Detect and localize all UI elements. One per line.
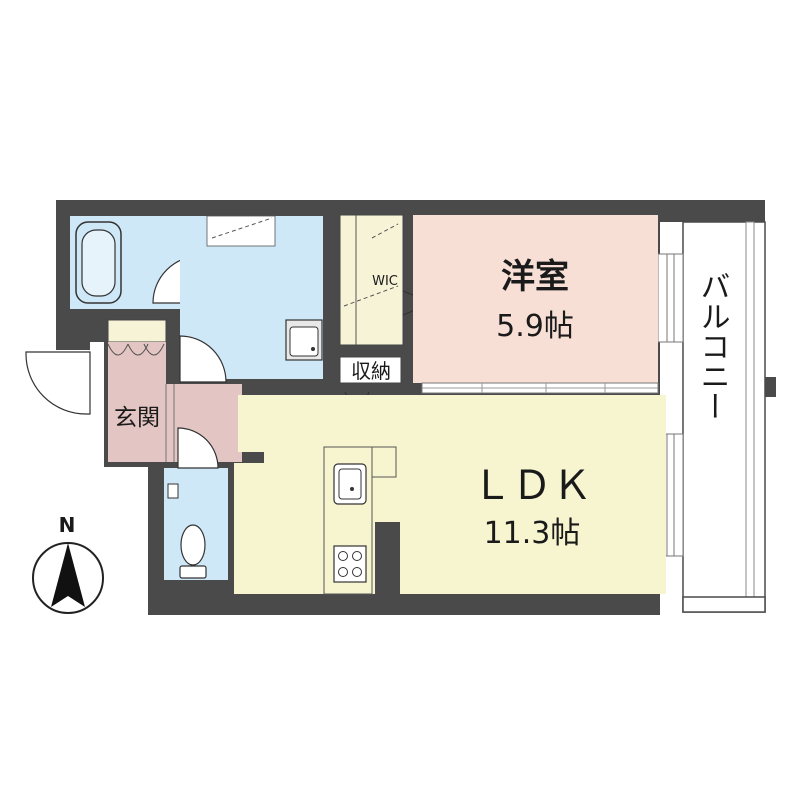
wic-label: WIC bbox=[372, 274, 398, 289]
storage-closet bbox=[339, 356, 402, 420]
western-room bbox=[413, 215, 659, 394]
ldk-size: 11.3帖 bbox=[484, 516, 581, 551]
storage-label: 収納 bbox=[351, 359, 391, 383]
ldk-room bbox=[234, 395, 666, 595]
western-room-size: 5.9帖 bbox=[496, 309, 574, 344]
ldk-name: ＬＤＫ bbox=[472, 463, 592, 509]
western-room-name: 洋室 bbox=[501, 257, 569, 297]
compass bbox=[32, 542, 104, 614]
compass-north-label: N bbox=[59, 513, 76, 537]
balcony bbox=[682, 221, 766, 613]
balcony-label: バルコニー bbox=[695, 271, 730, 421]
entrance-label: 玄関 bbox=[114, 405, 160, 431]
toilet-room bbox=[164, 427, 228, 580]
washroom bbox=[179, 215, 323, 383]
balcony-sashes bbox=[657, 253, 684, 557]
